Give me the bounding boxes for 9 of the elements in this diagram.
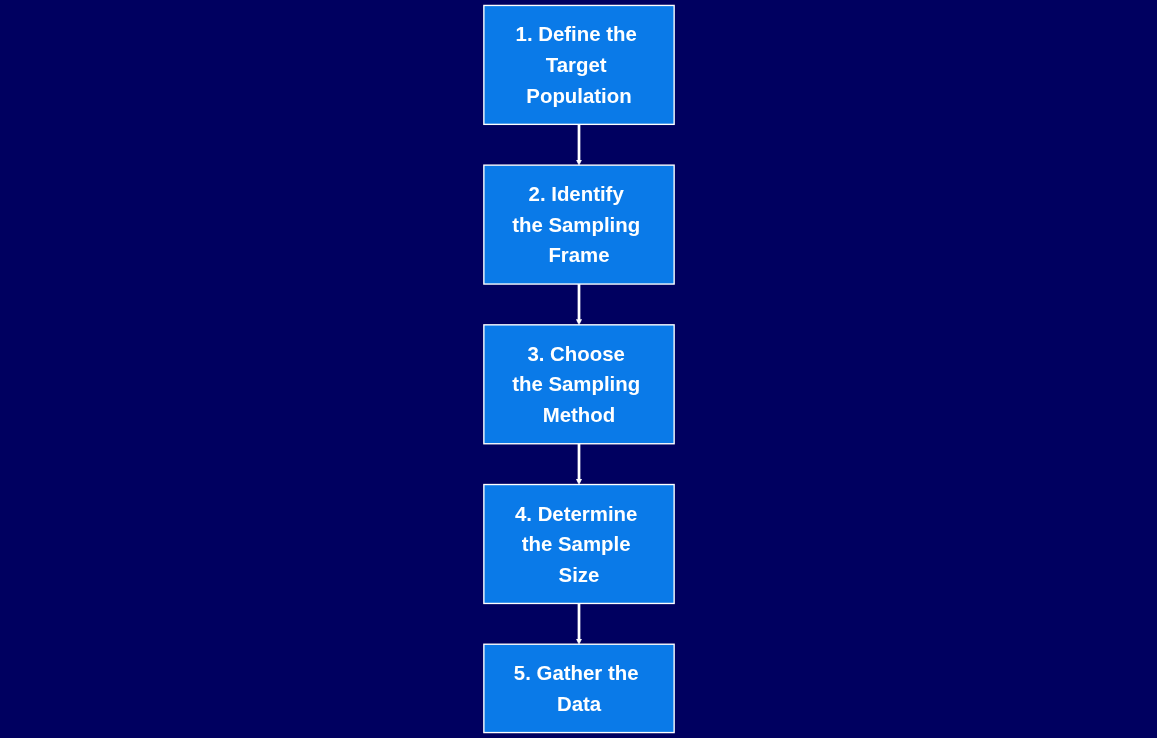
arrow: [575, 443, 582, 485]
arrow: [575, 603, 582, 645]
arrow: [575, 124, 582, 166]
node-box: 5. Gather the Data: [482, 643, 675, 734]
node-box: 4. Determine the Sample Size: [482, 483, 675, 605]
arrow: [575, 284, 582, 326]
node-box: 2. Identify the Sampling Frame: [482, 164, 675, 285]
node-box: 1. Define the Target Population: [482, 4, 675, 126]
node-box: 3. Choose the Sampling Method: [482, 324, 675, 445]
